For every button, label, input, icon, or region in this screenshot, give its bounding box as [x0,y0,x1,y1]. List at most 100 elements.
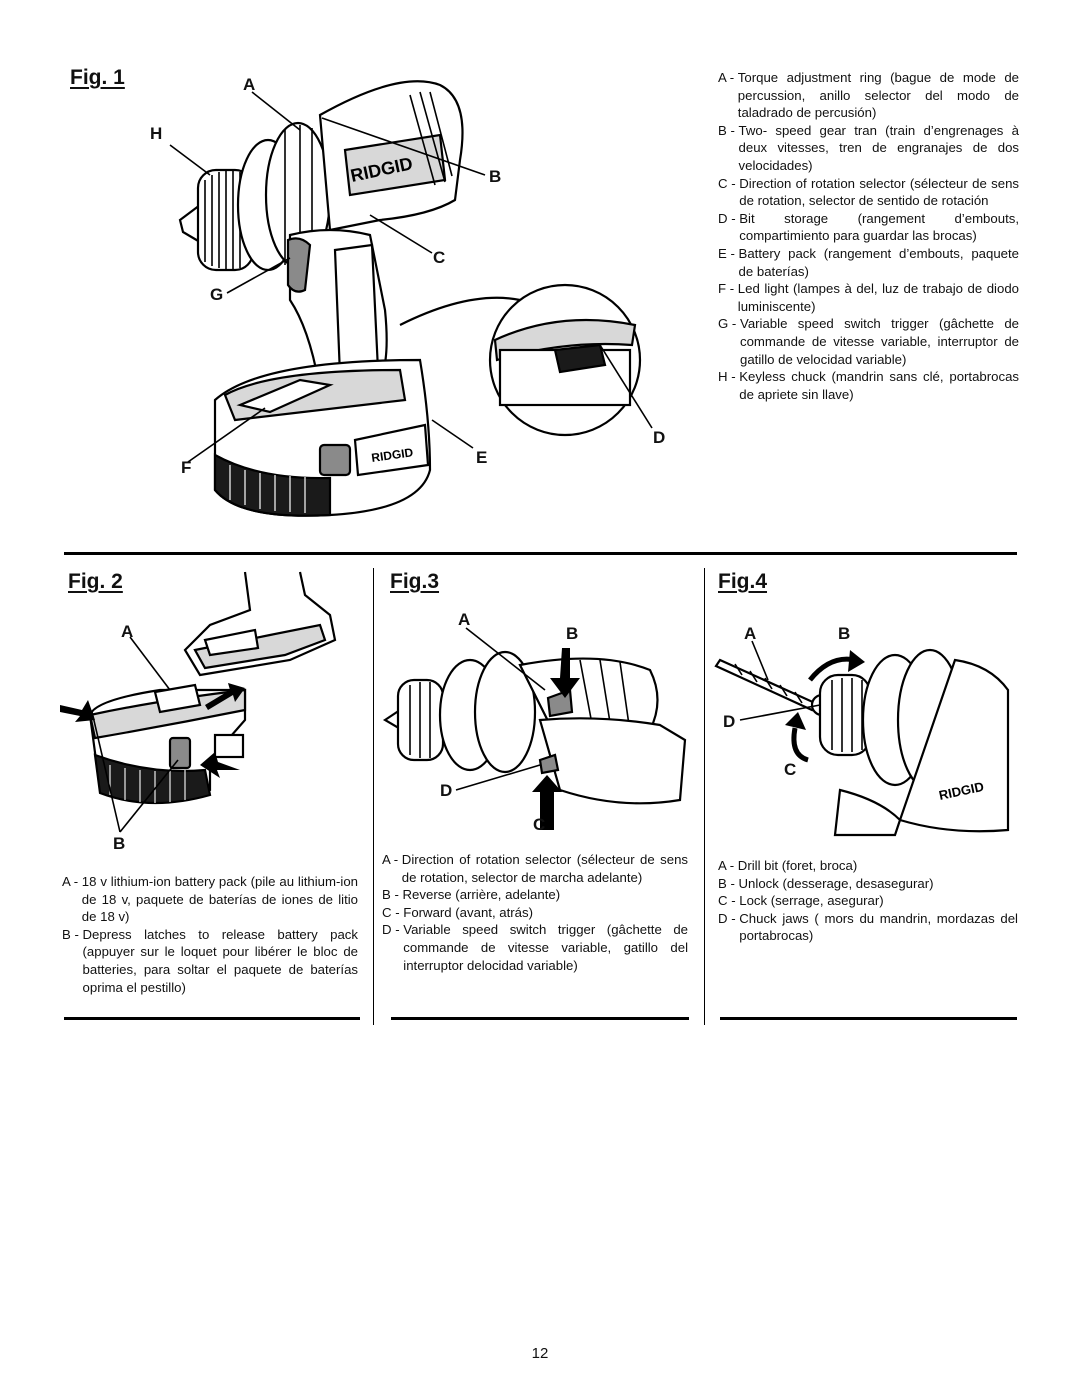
fig3-legend-item: D - Variable speed switch trigger (gâche… [382,921,688,974]
fig3-legend-item: B - Reverse (arrière, adelante) [382,886,688,904]
battery-pack-drawing: RIDGID [213,358,432,517]
fig1-callout-D: D [653,428,666,447]
legend-key: D - [382,922,400,938]
legend-key: E - [718,245,735,261]
fig4-title: Fig.4 [718,570,768,593]
drill-body-drawing: RIDGID [286,80,464,392]
legend-key: A - [718,70,735,85]
legend-text: Led light (lampes à del, luz de trabajo … [737,281,1019,314]
arrow-left-latch [60,700,95,722]
fig4-bottom-rule [720,1017,1017,1020]
fig4-callout-B: B [838,624,851,643]
fig3-callout-A: A [458,610,471,629]
legend-text: Variable speed switch trigger (gâchette … [740,316,1019,367]
fig1-callout-A: A [243,75,256,94]
legend-key: D - [718,910,736,926]
legend-key: D - [718,210,736,226]
lock-arrow [791,727,809,763]
legend-text: Unlock (desserage, desasegurar) [738,875,934,891]
fig4-callout-C: C [784,760,797,779]
fig3-bottom-rule [391,1017,689,1020]
fig3-selector-illustration [382,627,687,830]
fig4-legend-item: A - Drill bit (foret, broca) [718,857,1018,875]
fig1-legend-item: D - Bit storage (rangement d’embouts, co… [718,210,1019,245]
legend-text: Direction of rotation selector (sélecteu… [401,852,688,885]
arrow-forward [532,775,562,830]
fig3-callout-C: C [533,815,546,834]
legend-key: C - [718,893,736,909]
fig3-callout-D: D [440,781,453,800]
fig1-legend-item: F - Led light (lampes à del, luz de trab… [718,280,1019,315]
arrow-right-latch [200,752,240,778]
column-divider [373,568,374,1025]
fig3-legend-item: C - Forward (avant, atrás) [382,904,688,922]
fig3-callout-B: B [566,624,579,643]
legend-text: Keyless chuck (mandrin sans clé, portabr… [739,369,1019,402]
fig4-legend-item: D - Chuck jaws ( mors du mandrin, mordaz… [718,910,1018,945]
fig4-legend-item: C - Lock (serrage, asegurar) [718,892,1018,910]
fig2-bottom-rule [64,1017,360,1020]
fig1-callout-H: H [150,124,163,143]
legend-text: Forward (avant, atrás) [403,904,533,920]
fig4-legend-item: B - Unlock (desserage, desasegurar) [718,875,1018,893]
battery-brand-logo: RIDGID [370,445,414,465]
fig4-callout-A: A [744,624,757,643]
fig1-title: Fig. 1 [70,66,125,89]
fig2-legend-item: B - Depress latches to release battery p… [62,926,358,996]
page-number: 12 [531,1345,549,1362]
chuck-drawing: RIDGID [810,648,1010,837]
legend-key: B - [382,887,399,903]
legend-key: B - [62,926,79,942]
legend-key: C - [718,175,736,191]
fig1-drill-illustration: RIDGID RIDGID [169,80,653,517]
keyless-chuck-drawing [178,121,332,272]
arrow-insert [205,683,245,710]
fig1-callout-C: C [433,248,446,267]
fig1-callout-F: F [181,458,192,477]
fig2-legend: A - 18 v lithium-ion battery pack (pile … [62,873,358,996]
legend-text: Torque adjustment ring (bague de mode de… [737,70,1019,121]
legend-key: A - [62,874,79,889]
fig3-title: Fig.3 [390,570,440,593]
legend-key: G - [718,316,737,332]
drill-base-drawing [183,571,337,677]
legend-key: A - [718,858,735,873]
fig1-legend-item: C - Direction of rotation selector (séle… [718,175,1019,210]
legend-key: B - [718,122,735,138]
legend-text: Drill bit (foret, broca) [737,858,858,873]
legend-text: Bit storage (rangement d’embouts, compar… [739,210,1019,244]
chuck-drawing [382,650,537,774]
fig2-battery-illustration [60,571,337,833]
section-divider [64,552,1017,555]
fig3-legend-item: A - Direction of rotation selector (séle… [382,851,688,886]
legend-key: F - [718,281,735,297]
legend-key: A - [382,852,399,867]
column-divider [704,568,705,1025]
legend-key: C - [382,904,400,920]
legend-key: B - [718,875,735,891]
legend-text: Depress latches to release battery pack … [82,926,358,995]
fig1-legend: A - Torque adjustment ring (bague de mod… [718,69,1019,403]
legend-text: Battery pack (rangement d’embouts, paque… [738,245,1019,279]
fig3-legend: A - Direction of rotation selector (séle… [382,851,688,974]
fig2-callout-B: B [113,834,126,853]
legend-text: Two- speed gear tran (train d’engrenages… [738,122,1019,173]
drill-bit-drawing [714,658,817,712]
fig2-legend-item: A - 18 v lithium-ion battery pack (pile … [62,873,358,926]
fig2-title: Fig. 2 [68,570,123,593]
legend-text: Lock (serrage, asegurar) [739,893,884,909]
fig4-legend: A - Drill bit (foret, broca) B - Unlock … [718,857,1018,945]
fig1-legend-item: A - Torque adjustment ring (bague de mod… [718,69,1019,122]
fig1-legend-item: B - Two- speed gear tran (train d’engren… [718,122,1019,175]
battery-drawing [88,683,247,805]
fig4-chuck-illustration: RIDGID [714,640,1010,837]
fig1-callout-E: E [476,448,488,467]
legend-text: 18 v lithium-ion battery pack (pile au l… [81,874,358,925]
legend-text: Variable speed switch trigger (gâchette … [403,922,688,973]
legend-key: H - [718,369,736,385]
fig1-legend-item: E - Battery pack (rangement d’embouts, p… [718,245,1019,280]
fig2-callout-A: A [121,622,134,641]
legend-text: Chuck jaws ( mors du mandrin, mordazas d… [739,910,1018,944]
fig1-callout-G: G [210,285,224,304]
fig4-callout-D: D [723,712,736,731]
